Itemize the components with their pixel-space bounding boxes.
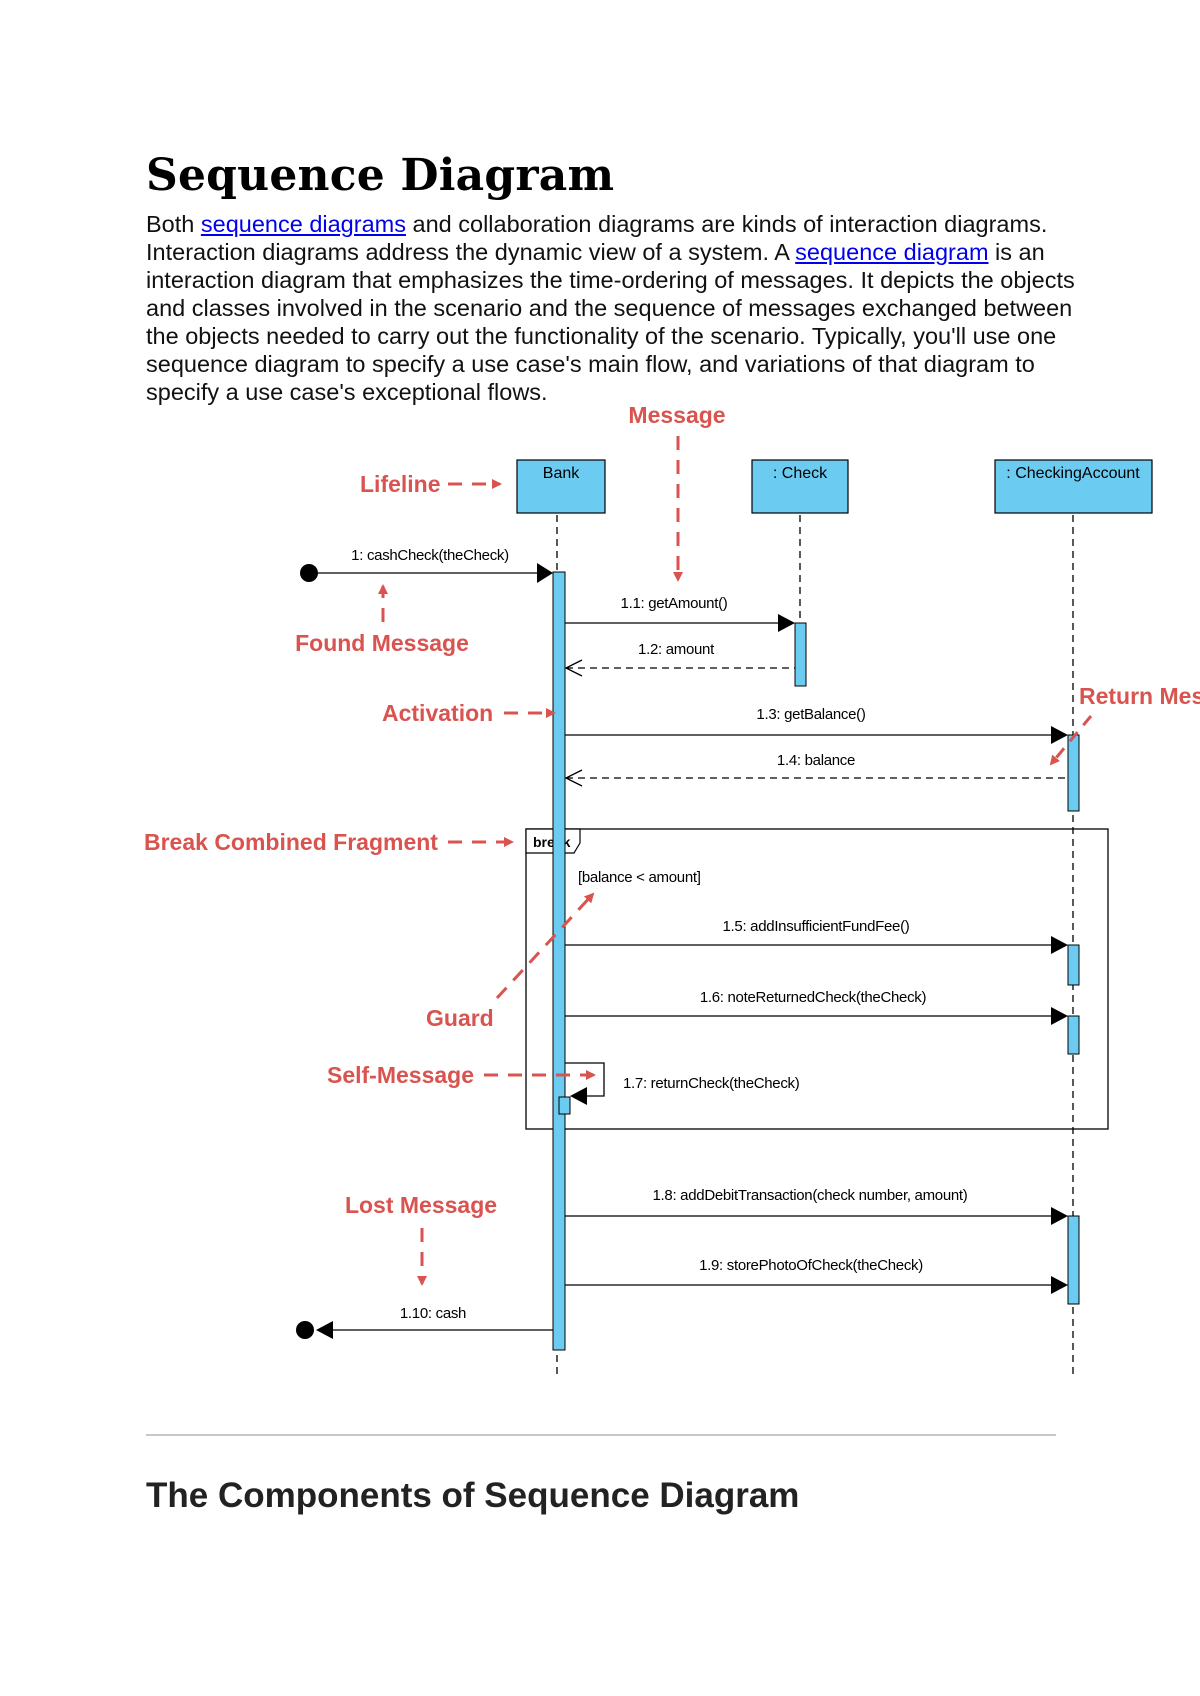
message-1-4-label: 1.4: balance	[777, 752, 855, 769]
annotation-guard: Guard	[426, 892, 595, 1031]
intro-text-1: Both	[146, 211, 201, 237]
sequence-diagrams-link[interactable]: sequence diagrams	[200, 211, 406, 237]
lost-message: 1.10: cash	[296, 1305, 553, 1339]
activation-check	[794, 622, 807, 687]
message-1-9: 1.9: storePhotoOfCheck(theCheck)	[565, 1257, 1068, 1294]
lifeline-checkingaccount-label: : CheckingAccount	[1006, 465, 1140, 482]
message-1-6: 1.6: noteReturnedCheck(theCheck)	[565, 989, 1068, 1025]
annotation-found-message: Found Message	[295, 584, 469, 656]
annotation-guard-label: Guard	[426, 1005, 494, 1031]
section-heading: The Components of Sequence Diagram	[146, 1476, 800, 1515]
message-1-2-return: 1.2: amount	[564, 641, 795, 677]
section-divider	[146, 1434, 1056, 1436]
self-message: 1.7: returnCheck(theCheck)	[565, 1062, 800, 1105]
activation-account-2	[1067, 944, 1080, 986]
intro-text-3: is an interaction diagram that emphasize…	[146, 239, 1075, 405]
message-1-7-label: 1.7: returnCheck(theCheck)	[623, 1075, 800, 1092]
activation-account-1	[1067, 734, 1080, 812]
annotation-found-message-label: Found Message	[295, 630, 469, 656]
annotation-lifeline: Lifeline	[360, 471, 502, 497]
annotation-message-label: Message	[628, 402, 725, 428]
lifeline-checkingaccount: : CheckingAccount	[994, 459, 1153, 514]
annotation-return-message-label: Return Message	[1079, 683, 1200, 709]
message-1-4-return: 1.4: balance	[564, 752, 1068, 787]
activation-bank	[552, 571, 566, 1351]
message-1-1: 1.1: getAmount()	[565, 595, 795, 632]
message-1-8: 1.8: addDebitTransaction(check number, a…	[565, 1187, 1068, 1225]
message-1-5: 1.5: addInsufficientFundFee()	[565, 918, 1068, 954]
lifeline-bank: Bank	[516, 459, 606, 514]
message-1-6-label: 1.6: noteReturnedCheck(theCheck)	[700, 989, 927, 1006]
annotation-lifeline-label: Lifeline	[360, 471, 441, 497]
activation-bank-self	[558, 1096, 571, 1115]
annotation-return-message: Return Message	[1049, 683, 1200, 766]
annotation-break-fragment-label: Break Combined Fragment	[144, 829, 438, 855]
page-title: Sequence Diagram	[146, 150, 615, 201]
message-1-3: 1.3: getBalance()	[565, 706, 1068, 744]
annotation-activation-label: Activation	[382, 700, 493, 726]
message-1-2-label: 1.2: amount	[638, 641, 715, 658]
annotation-message: Message	[628, 402, 726, 582]
annotation-activation: Activation	[382, 700, 556, 726]
intro-paragraph: Both sequence diagrams and collaboration…	[146, 210, 1076, 406]
activation-account-3	[1067, 1015, 1080, 1055]
message-1-9-label: 1.9: storePhotoOfCheck(theCheck)	[699, 1257, 923, 1274]
message-1-1-label: 1.1: getAmount()	[621, 595, 728, 612]
annotation-self-message-label: Self-Message	[327, 1062, 474, 1088]
sequence-diagram-figure: Bank : Check : CheckingAccount break [ba…	[144, 402, 1200, 1375]
message-1-5-label: 1.5: addInsufficientFundFee()	[723, 918, 910, 935]
message-1-10-label: 1.10: cash	[400, 1305, 466, 1322]
annotation-self-message: Self-Message	[327, 1062, 596, 1088]
intro-text-2: and collaboration diagrams are kinds of …	[146, 211, 1048, 265]
found-message: 1: cashCheck(theCheck)	[300, 547, 553, 583]
message-1-label: 1: cashCheck(theCheck)	[351, 547, 509, 564]
sequence-diagram-link[interactable]: sequence diagram	[795, 239, 989, 265]
lifeline-check-label: : Check	[773, 465, 828, 482]
message-1-3-label: 1.3: getBalance()	[756, 706, 865, 723]
break-fragment: break [balance < amount]	[525, 828, 1109, 1130]
lifeline-bank-label: Bank	[543, 465, 580, 482]
annotation-break-fragment: Break Combined Fragment	[144, 829, 514, 855]
activation-account-4	[1067, 1215, 1080, 1305]
annotation-lost-message-label: Lost Message	[345, 1192, 497, 1218]
fragment-guard: [balance < amount]	[578, 869, 701, 886]
message-1-8-label: 1.8: addDebitTransaction(check number, a…	[653, 1187, 968, 1204]
annotation-lost-message: Lost Message	[345, 1192, 497, 1286]
lifeline-check: : Check	[751, 459, 849, 514]
